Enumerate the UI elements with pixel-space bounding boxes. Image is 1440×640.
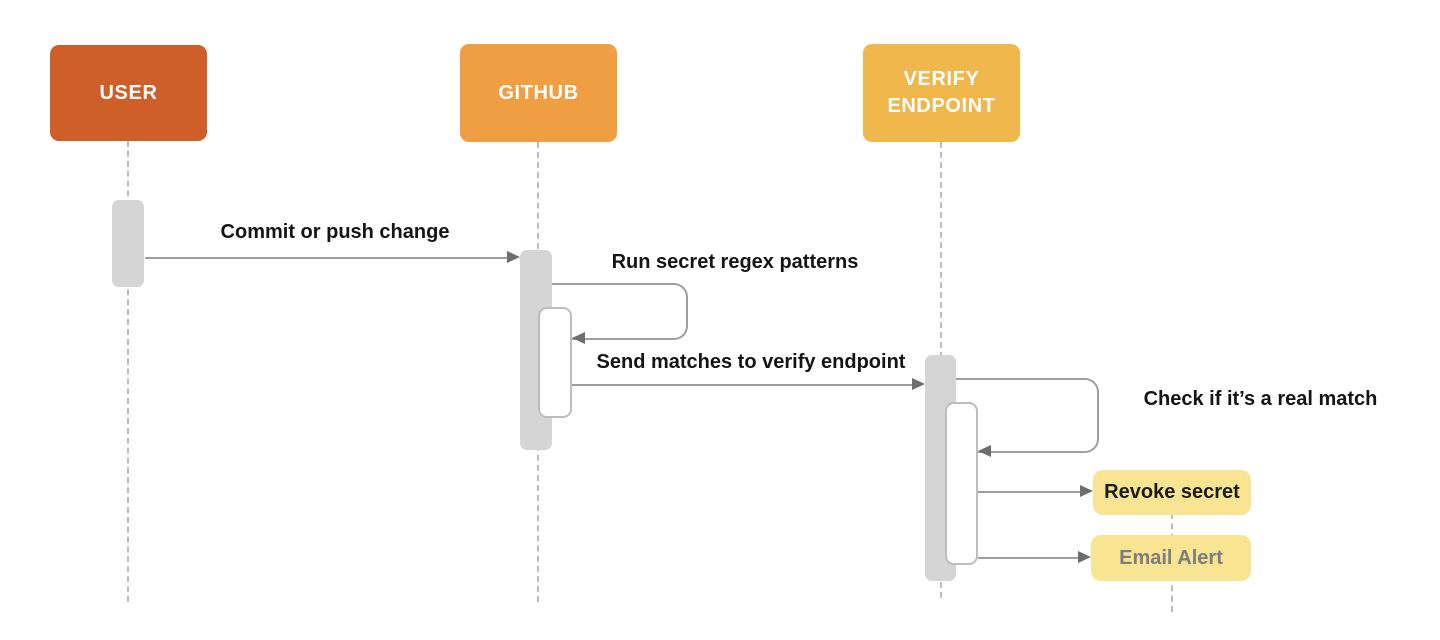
email-arrowhead-icon <box>1078 551 1091 563</box>
check-message-label: Check if it’s a real match <box>1143 388 1378 410</box>
github-self-loop <box>552 283 688 340</box>
email-alert-note-label: Email Alert <box>1119 546 1223 569</box>
revoke-message-line <box>978 491 1081 493</box>
commit-arrowhead-icon <box>507 251 520 263</box>
revoke-secret-note-label: Revoke secret <box>1104 481 1240 503</box>
commit-message-line <box>145 257 508 259</box>
revoke-arrowhead-icon <box>1080 485 1093 497</box>
actor-label-github: GITHUB <box>498 81 579 104</box>
commit-message-label: Commit or push change <box>220 221 450 243</box>
actor-label-user: USER <box>99 81 158 104</box>
verify-nested-activation-bar <box>945 402 978 565</box>
email-alert-note: Email Alert <box>1091 535 1251 581</box>
user-lifeline <box>127 141 129 602</box>
check-loop-arrowhead-icon <box>978 445 991 457</box>
actor-box-github: GITHUB <box>460 44 617 142</box>
send-arrowhead-icon <box>912 378 925 390</box>
send-message-label: Send matches to verify endpoint <box>596 351 906 373</box>
regex-message-label: Run secret regex patterns <box>611 251 859 273</box>
regex-loop-arrowhead-icon <box>572 332 585 344</box>
email-message-line <box>978 557 1079 559</box>
send-matches-message-line <box>572 384 913 386</box>
verify-self-loop <box>956 378 1099 453</box>
github-nested-activation-bar <box>538 307 572 418</box>
user-activation-bar <box>112 200 144 287</box>
revoke-secret-note: Revoke secret <box>1093 470 1251 515</box>
actor-box-user: USER <box>50 45 207 141</box>
actor-label-verify-endpoint: VERIFY ENDPOINT <box>887 68 996 117</box>
actor-box-verify-endpoint: VERIFY ENDPOINT <box>863 44 1020 142</box>
